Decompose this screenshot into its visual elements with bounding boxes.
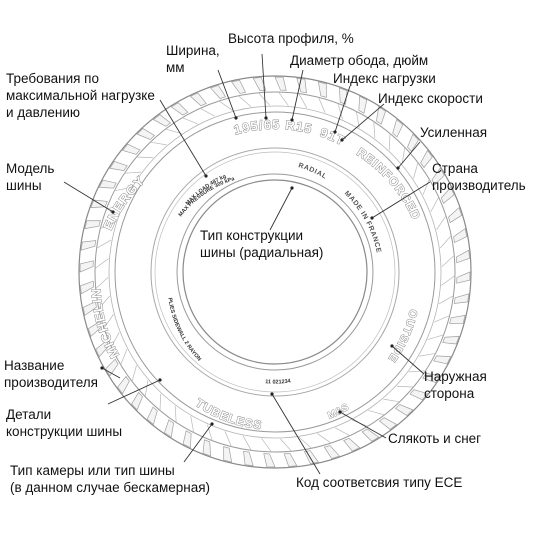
leader-max-load [159,99,207,177]
leader-reinforced [397,141,421,169]
leader-mud-snow [339,411,387,439]
leader-country [371,181,431,219]
leader-model [63,181,114,213]
leader-rim-diameter [291,69,304,121]
callout-lines [63,53,431,475]
leader-ece-code [271,393,321,475]
callout-speed-index: Индекс скорости [378,91,483,106]
callout-reinforced: Усиленная [420,125,488,140]
tire-sidewall [114,111,436,433]
callout-rim-diameter: Диаметр обода, дюйм [290,53,429,68]
leader-construction-details [107,379,161,405]
tire-outer-tread [78,75,472,469]
callout-mud-snow: Слякоть и снег [388,431,482,446]
marking-ece-code: 11 021234 [265,378,292,385]
callout-width: Ширина,мм [166,43,220,75]
leader-speed-index [341,103,385,141]
callout-profile-height: Высота профиля, % [228,31,354,46]
leader-outside [391,345,425,375]
leader-load-index [334,85,351,133]
callout-tube-type: Тип камеры или тип шины(в данном случае … [10,463,211,495]
marking-size: 195/65 R15 [232,117,314,138]
callout-load-index: Индекс нагрузки [333,71,436,86]
leader-tube-type [183,423,213,463]
leader-width [217,69,237,119]
leader-manufacturer [101,367,121,379]
callout-points [100,116,400,426]
callout-ece-code: Код соответсвия типу ECE [296,475,463,490]
leader-profile-height [261,53,267,119]
leader-construction-type [269,187,293,231]
